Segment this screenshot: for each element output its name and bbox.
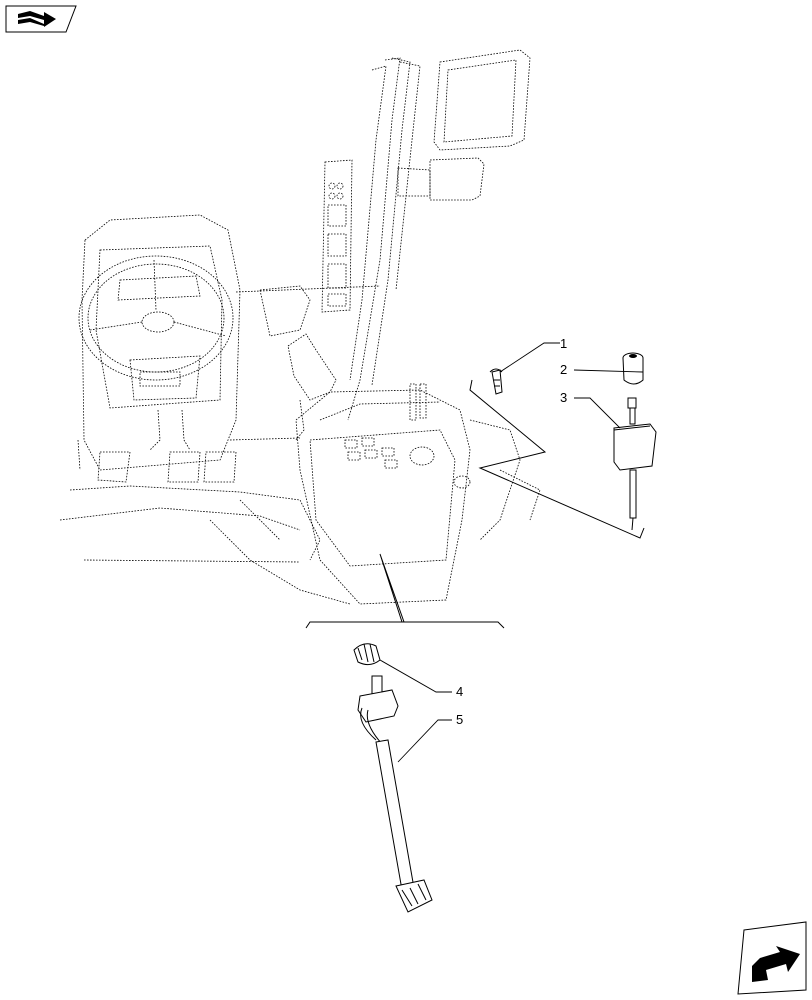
part-5-switch-harness	[357, 675, 433, 913]
callout-1: 1	[560, 336, 567, 351]
callout-3: 3	[560, 390, 567, 405]
detail-bracket-lower	[305, 553, 505, 629]
part-1-plug	[489, 368, 503, 395]
callout-leaders	[379, 342, 644, 763]
tractor-cab-illustration	[59, 49, 541, 605]
part-2-knob	[622, 352, 644, 385]
callout-2: 2	[560, 362, 567, 377]
callout-labels: 1 2 3 4 5	[456, 336, 567, 727]
callout-5: 5	[456, 712, 463, 727]
book-arrow-icon[interactable]	[5, 5, 77, 33]
part-4-cap	[353, 643, 381, 666]
detail-bracket-upper	[469, 379, 645, 539]
callout-4: 4	[456, 684, 463, 699]
part-3-switch	[613, 397, 657, 531]
next-page-arrow-icon[interactable]	[737, 921, 807, 995]
